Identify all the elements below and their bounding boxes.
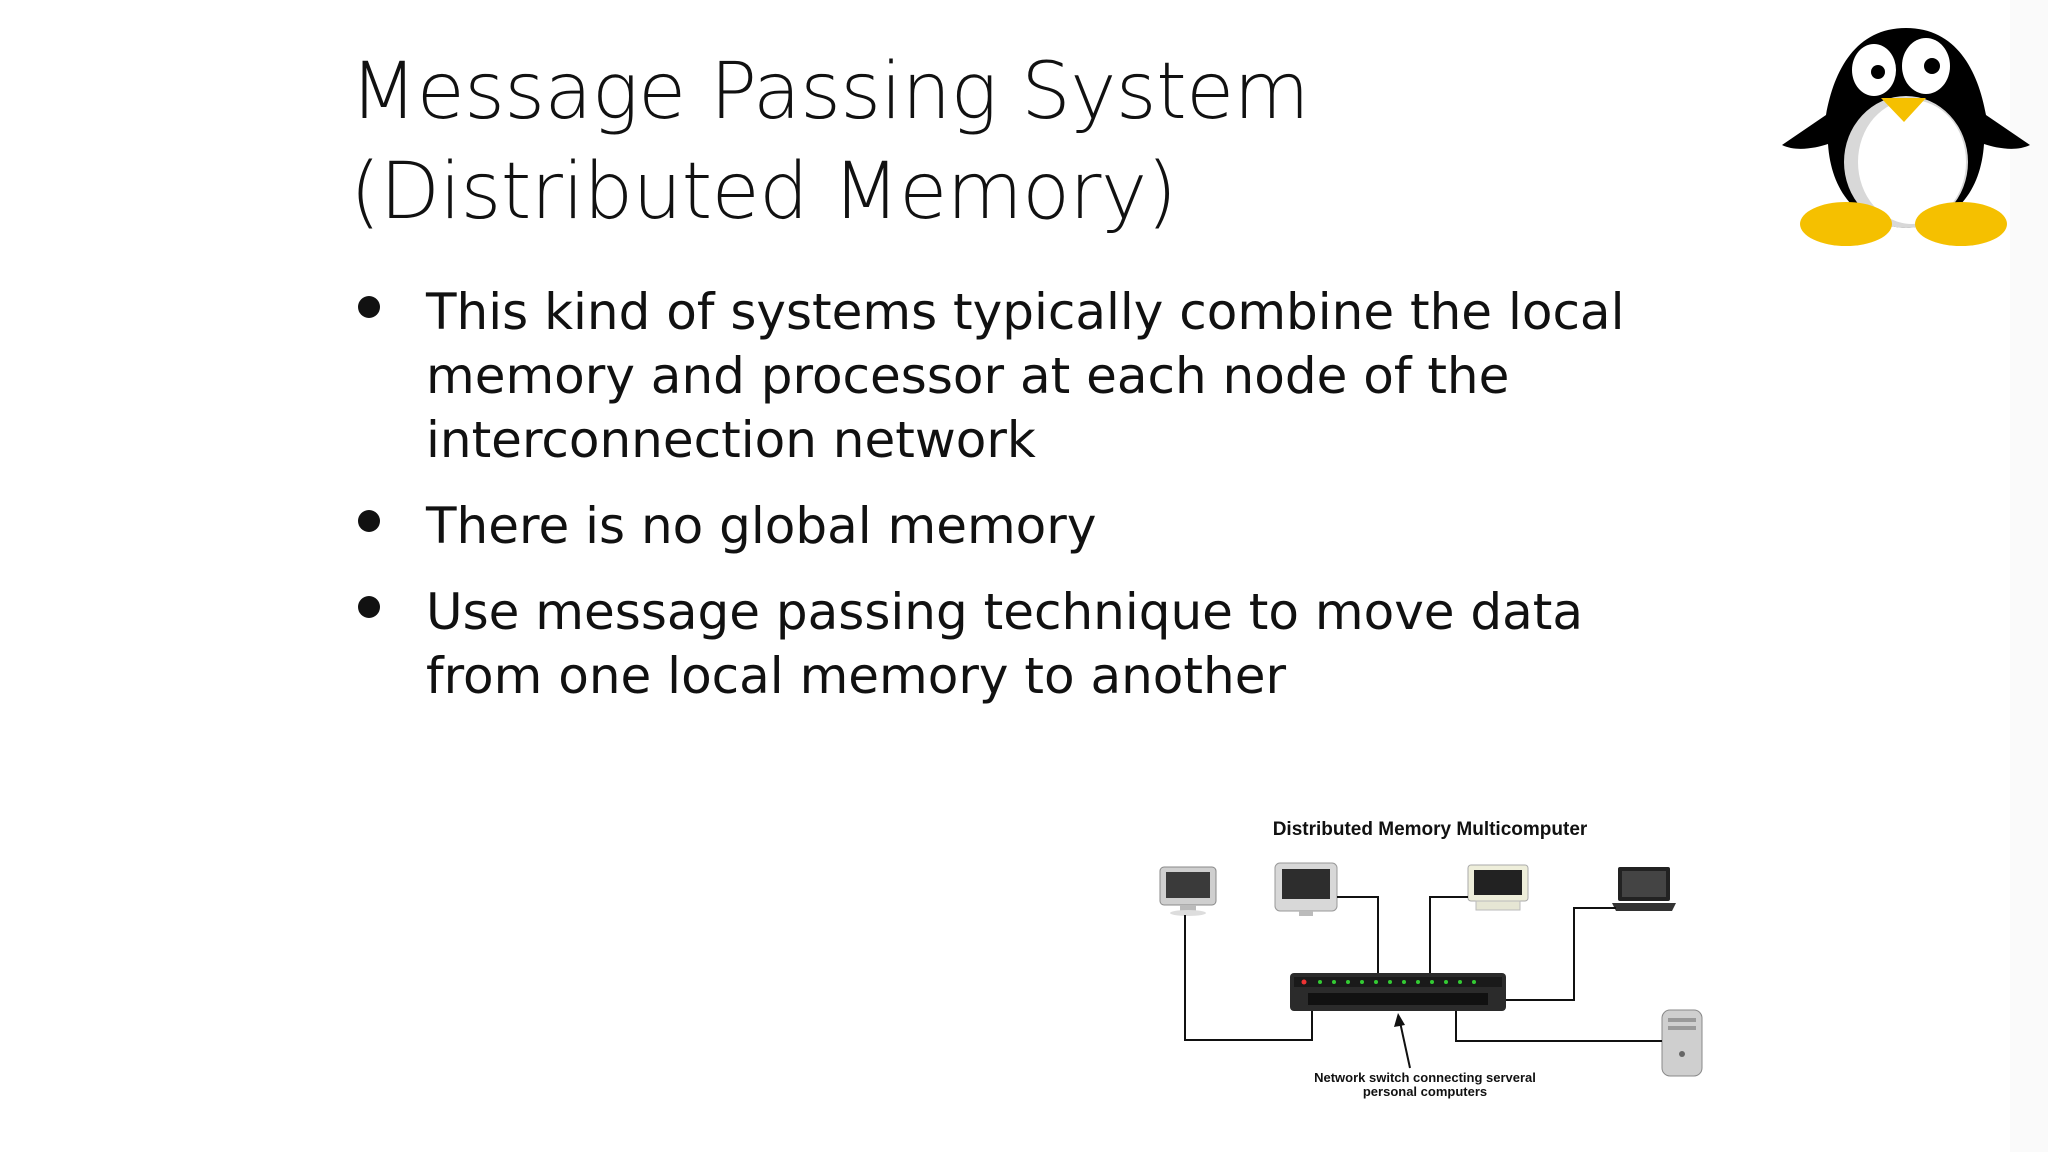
bullet-dot-icon [358, 596, 380, 618]
bullet-item: There is no global memory [350, 494, 1700, 558]
bullet-item: Use message passing technique to move da… [350, 580, 1700, 708]
network-switch-icon [1290, 973, 1506, 1011]
computer-icon [1467, 864, 1529, 911]
bullet-dot-icon [358, 296, 380, 318]
title-line-1: Message Passing System [350, 47, 1310, 137]
diagram-caption: Network switch connecting serveral perso… [1314, 1070, 1536, 1099]
title-line-2: (Distributed Memory) [350, 147, 1177, 237]
penguin-icon [1782, 28, 2030, 246]
slide-edge [2010, 0, 2048, 1152]
server-tower-icon [1661, 1009, 1703, 1077]
bullet-text: This kind of systems typically combine t… [426, 283, 1625, 469]
diagram-title: Distributed Memory Multicomputer [1272, 819, 1588, 840]
bullet-dot-icon [358, 510, 380, 532]
bullet-item: This kind of systems typically combine t… [350, 280, 1700, 472]
computer-icon [1274, 862, 1338, 916]
network-diagram [1159, 862, 1703, 1077]
bullet-text: Use message passing technique to move da… [426, 583, 1584, 705]
bullet-list: This kind of systems typically combine t… [350, 280, 1700, 730]
laptop-icon [1612, 867, 1676, 911]
bullet-text: There is no global memory [426, 497, 1097, 555]
slide-title: Message Passing System (Distributed Memo… [350, 42, 1650, 242]
computer-icon [1159, 866, 1217, 916]
